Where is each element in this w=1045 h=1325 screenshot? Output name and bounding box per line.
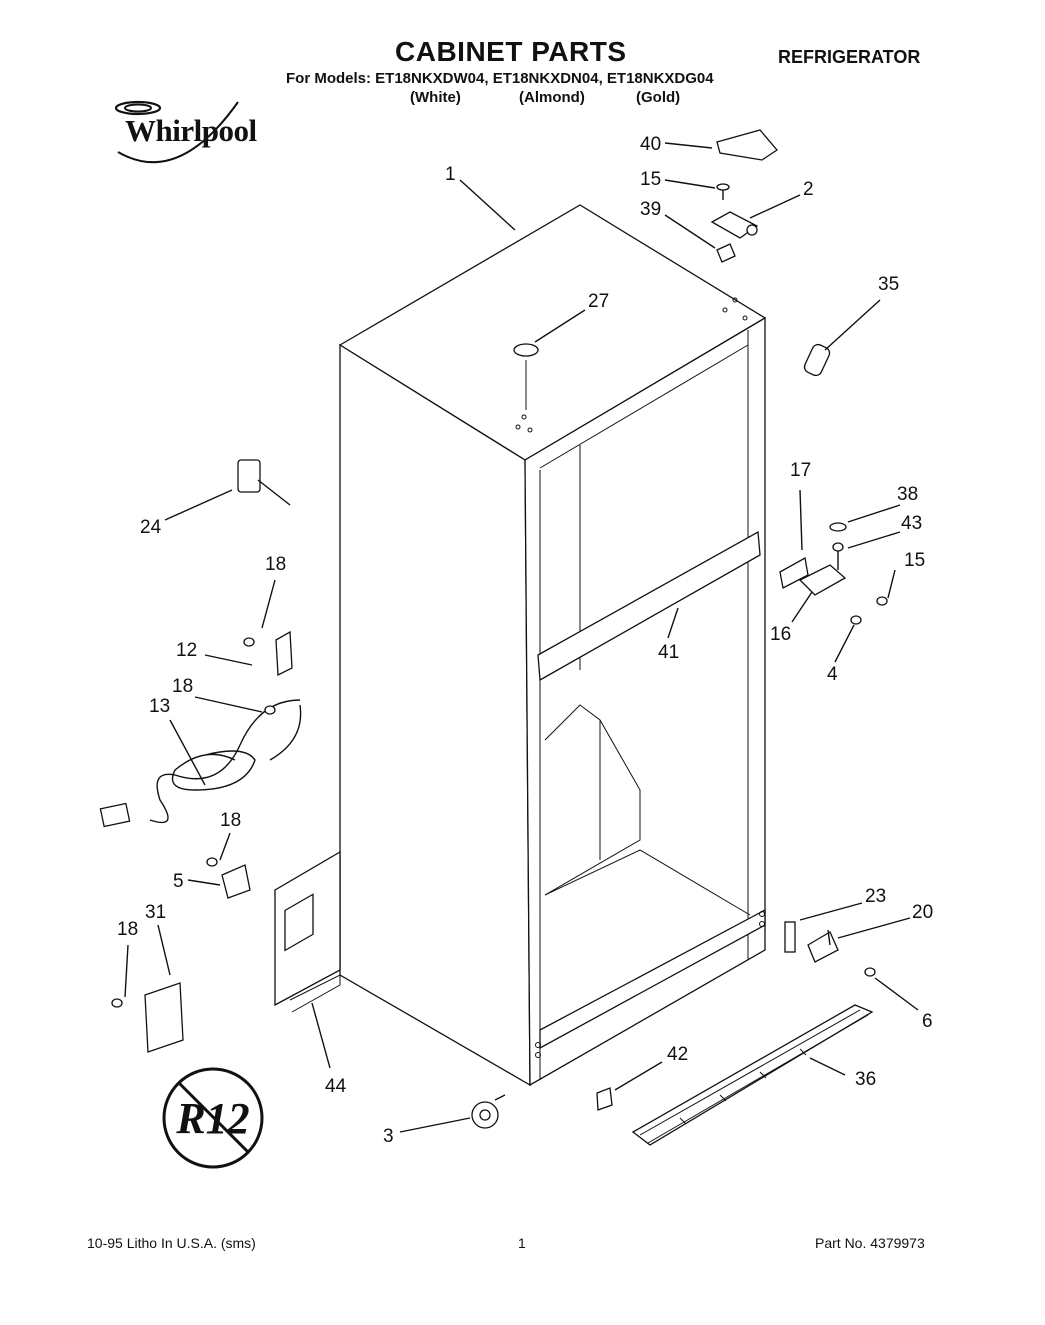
- callout-13: 13: [149, 696, 170, 717]
- callout-12: 12: [176, 640, 197, 661]
- callout-39: 39: [640, 199, 661, 220]
- part-43-pin: [832, 542, 844, 570]
- callout-labels: 1 2 3 4 5 6 12 13 15 15 16 17 18 18 18 1…: [117, 134, 933, 1147]
- callout-36: 36: [855, 1069, 876, 1090]
- footer-page-number: 1: [518, 1235, 526, 1251]
- part-12-bracket: [243, 630, 293, 677]
- part-40-hinge-cover: [716, 129, 778, 161]
- logo-text: Whirlpool: [125, 113, 257, 148]
- part-4-screw: [850, 615, 862, 625]
- callout-44: 44: [325, 1076, 347, 1097]
- part-38-washer: [829, 522, 847, 532]
- part-15-screw-top: [716, 183, 730, 200]
- callout-27: 27: [588, 291, 609, 312]
- part-35-handle-end: [803, 343, 831, 377]
- part-16-center-hinge: [798, 564, 847, 596]
- callout-3: 3: [383, 1126, 394, 1147]
- variant-almond: (Almond): [519, 89, 585, 106]
- part-18-screw-a: [264, 705, 276, 715]
- callout-18-d: 18: [117, 919, 138, 940]
- no-r12-symbol-icon: R12: [162, 1067, 264, 1169]
- part-23-shim: [784, 921, 796, 953]
- variant-gold: (Gold): [636, 89, 681, 106]
- variant-white: (White): [410, 89, 461, 106]
- part-24-wire-clip: [237, 459, 291, 506]
- callout-35: 35: [878, 274, 899, 295]
- part-20-bottom-hinge: [807, 929, 839, 963]
- callout-15-top: 15: [640, 169, 661, 190]
- callout-41: 41: [658, 642, 679, 663]
- callout-18-a: 18: [265, 554, 286, 575]
- callout-17: 17: [790, 460, 811, 481]
- part-6-screw: [864, 967, 876, 977]
- callout-38: 38: [897, 484, 918, 505]
- callout-6: 6: [922, 1011, 933, 1032]
- callout-5: 5: [173, 871, 184, 892]
- page-title: CABINET PARTS: [395, 36, 627, 67]
- callout-31: 31: [145, 902, 166, 923]
- part-42-clip: [596, 1087, 613, 1111]
- callout-24: 24: [140, 517, 162, 538]
- appliance-category: REFRIGERATOR: [778, 47, 921, 67]
- part-15-screw-center: [876, 596, 888, 606]
- whirlpool-logo-icon: [114, 100, 239, 164]
- cabinet-body: [338, 204, 767, 1087]
- footer-print-info: 10-95 Litho In U.S.A. (sms): [87, 1235, 256, 1251]
- part-44-back-panel: [274, 850, 341, 1013]
- callout-23: 23: [865, 886, 886, 907]
- callout-20: 20: [912, 902, 933, 923]
- callout-2: 2: [803, 179, 814, 200]
- part-27-plug: [513, 343, 539, 410]
- models-line: For Models: ET18NKXDW04, ET18NKXDN04, ET…: [286, 70, 714, 87]
- callout-18-c: 18: [220, 810, 241, 831]
- callout-42: 42: [667, 1044, 688, 1065]
- part-5-bracket: [206, 857, 251, 899]
- callout-4: 4: [827, 664, 838, 685]
- part-31-cover: [111, 982, 184, 1053]
- callout-16: 16: [770, 624, 791, 645]
- callout-18-b: 18: [172, 676, 193, 697]
- callout-40: 40: [640, 134, 661, 155]
- part-39-shim: [716, 243, 736, 263]
- part-2-top-hinge: [710, 211, 759, 239]
- callout-43: 43: [901, 513, 922, 534]
- part-36-grille: [631, 1004, 874, 1146]
- callout-15-center: 15: [904, 550, 925, 571]
- leader-lines: [124, 142, 919, 1133]
- part-3-roller: [471, 1094, 506, 1129]
- part-13-power-cord: [99, 699, 302, 828]
- footer-part-number: Part No. 4379973: [815, 1235, 925, 1251]
- part-17-hinge-plate: [779, 556, 809, 589]
- callout-1: 1: [445, 164, 456, 185]
